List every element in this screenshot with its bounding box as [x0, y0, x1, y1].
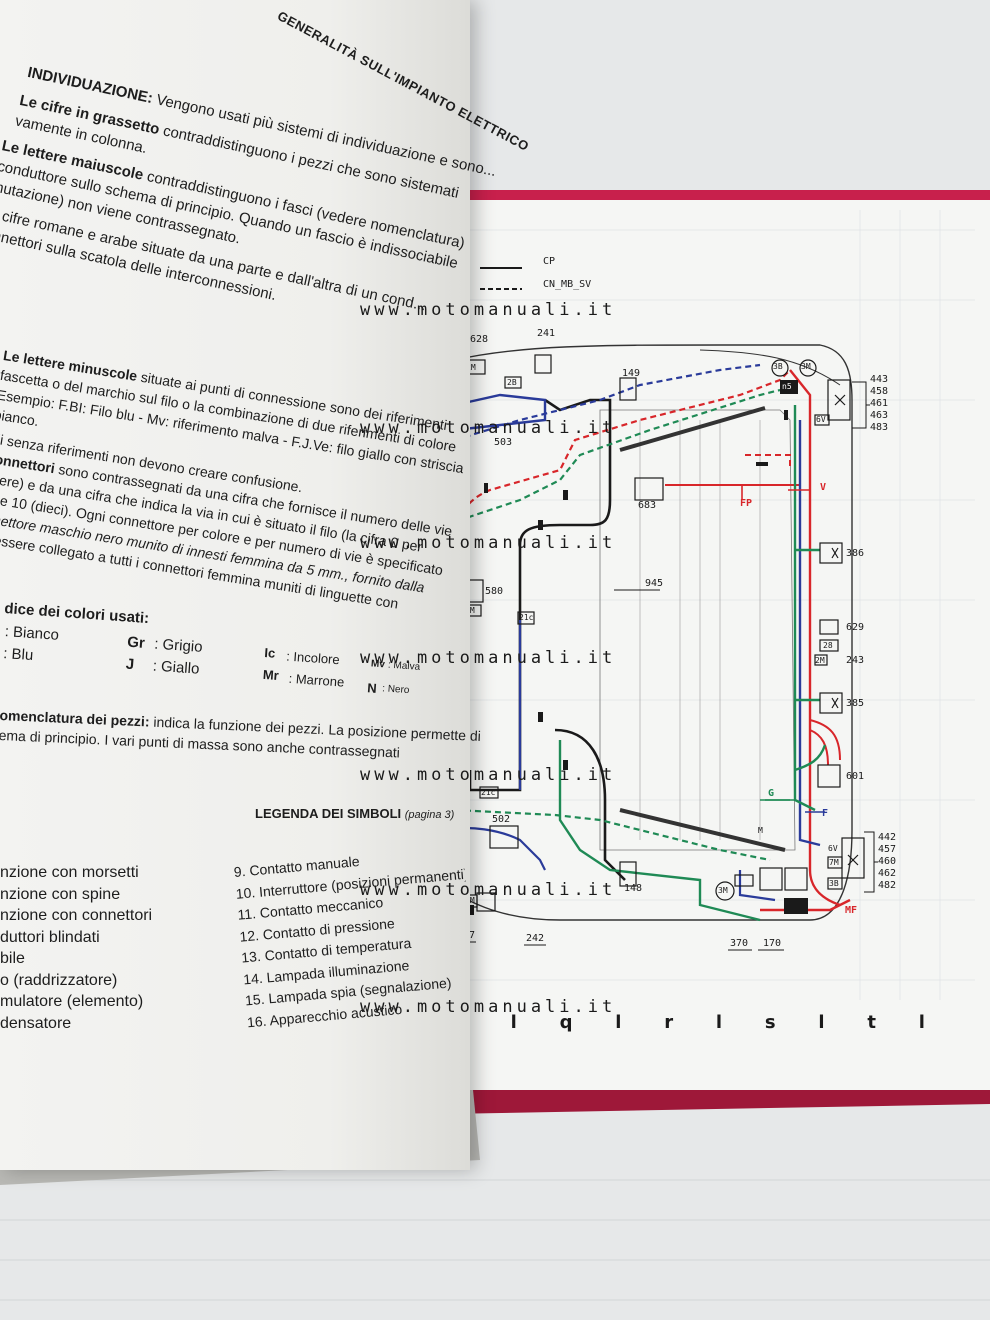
diagram-label: 2M	[815, 656, 825, 665]
diagram-label: 3M	[801, 362, 811, 371]
color-name: : Grigio	[153, 635, 204, 656]
diagram-label: 2B	[507, 378, 517, 387]
diagram-label: 242	[526, 933, 545, 944]
watermark: www.motomanuali.it	[360, 880, 617, 900]
stack-label: 463	[870, 410, 889, 421]
diagram-label: 148	[624, 883, 643, 894]
intro-text: INDIVIDUAZIONE: Vengono usati più sistem…	[0, 62, 498, 337]
diagram-label: V	[820, 482, 827, 493]
color-name: : Giallo	[152, 657, 200, 678]
diagram-label: 385	[846, 698, 865, 709]
column-letter: l	[715, 1012, 723, 1033]
watermark: www.motomanuali.it	[360, 418, 617, 438]
watermark: www.motomanuali.it	[360, 765, 617, 785]
legend-item: mulatore (elemento)	[0, 993, 144, 1010]
stack-label: 461	[870, 398, 889, 409]
diagram-label: 629	[846, 622, 865, 633]
color-code: Gr	[126, 633, 146, 652]
legend-item: nzione con spine	[0, 885, 121, 903]
diagram-label: n5	[782, 382, 792, 391]
stack-label: 442	[878, 832, 897, 843]
column-letter: l	[818, 1012, 825, 1033]
watermark: www.motomanuali.it	[360, 300, 617, 320]
column-letter: l	[918, 1012, 925, 1033]
diagram-label: 628	[470, 334, 489, 345]
diagram-label: 241	[537, 328, 556, 339]
diagram-label: 601	[846, 771, 865, 782]
left-page: GENERALITÀ SULL'IMPIANTO ELETTRICO INDIV…	[0, 0, 532, 1170]
label-stack-bottom: 442 457 460 462 482	[878, 832, 896, 892]
diagram-label: 2M	[466, 363, 476, 372]
diagram-label: M	[758, 826, 763, 835]
column-letter: q	[559, 1012, 573, 1033]
stack-label: 460	[878, 856, 897, 867]
diagram-label: 3M	[718, 886, 728, 895]
column-letter: r	[664, 1012, 674, 1033]
line-text: bianco.	[0, 406, 40, 430]
legend-item: nzione con morsetti	[0, 864, 139, 881]
diagram-label: G	[768, 788, 775, 799]
color-name: : Nero	[381, 683, 410, 697]
diagram-label: 21c	[519, 613, 534, 622]
stack-label: 483	[870, 422, 889, 433]
diagram-label: 502	[492, 814, 511, 825]
legend-cn-mb-sv: CN_MB_SV	[543, 279, 592, 290]
diagram-label: 683	[638, 500, 657, 511]
stack-label: 482	[878, 880, 897, 891]
legend-left: nzione con morsetti nzione con spine nzi…	[0, 862, 152, 1034]
stack-label: 462	[878, 868, 897, 879]
diagram-label: MF	[845, 905, 858, 916]
diagram-label: 28	[823, 641, 833, 650]
diagram-label: F	[822, 808, 829, 819]
column-letter: l	[510, 1012, 517, 1033]
stack-label: 457	[878, 844, 897, 855]
diagram-label: 3B	[773, 362, 783, 371]
diagram-label: 243	[846, 655, 865, 666]
diagram-label: 6V	[828, 844, 838, 853]
diagram-label: 170	[763, 938, 782, 949]
legend-item: o (raddrizzatore)	[0, 971, 118, 989]
legend-title: LEGENDA DEI SIMBOLI (pagina 3)	[255, 806, 454, 821]
nomenclature: omenclatura dei pezzi: indica la funzion…	[0, 705, 481, 765]
color-code: Ic	[263, 645, 276, 661]
watermark: www.motomanuali.it	[360, 997, 617, 1017]
legend-item: nzione con connettori	[0, 907, 153, 924]
label-stack-top: 443 458 461 463 483	[870, 374, 888, 434]
color-code: Mr	[262, 666, 280, 684]
color-name: : Blu	[2, 645, 34, 665]
legend-item: densatore	[0, 1014, 72, 1032]
stack-label: 443	[870, 374, 889, 385]
diagram-label: 503	[494, 437, 513, 448]
color-code: N	[366, 680, 378, 696]
diagram-label: 21c	[481, 788, 496, 797]
legend-title-text: LEGENDA DEI SIMBOLI	[255, 806, 402, 821]
color-code: J	[125, 655, 135, 674]
watermark: www.motomanuali.it	[360, 533, 617, 553]
column-letter: s	[764, 1012, 776, 1033]
legend-item: duttori blindati	[0, 928, 100, 946]
lowercase-text: Le lettere minuscole situate ai punti di…	[0, 345, 465, 618]
diagram-label: 3B	[829, 879, 839, 888]
color-name: : Bianco	[4, 623, 60, 644]
diagram-label: 149	[622, 368, 641, 379]
diagram-label: 580	[485, 586, 504, 597]
column-letter: l	[615, 1012, 622, 1033]
watermark: www.motomanuali.it	[360, 648, 617, 668]
stack-label: 458	[870, 386, 889, 397]
diagram-label: 945	[645, 578, 664, 589]
diagram-label: FP	[740, 498, 753, 509]
diagram-label: 370	[730, 938, 749, 949]
legend-cp: CP	[543, 256, 556, 267]
diagram-label: 7M	[829, 858, 839, 867]
legend-ref: (pagina 3)	[404, 809, 455, 821]
diagram-label: 386	[846, 548, 865, 559]
column-letter: t	[867, 1012, 876, 1033]
legend-item: bile	[0, 950, 25, 967]
diagram-label: 6V	[816, 415, 826, 424]
